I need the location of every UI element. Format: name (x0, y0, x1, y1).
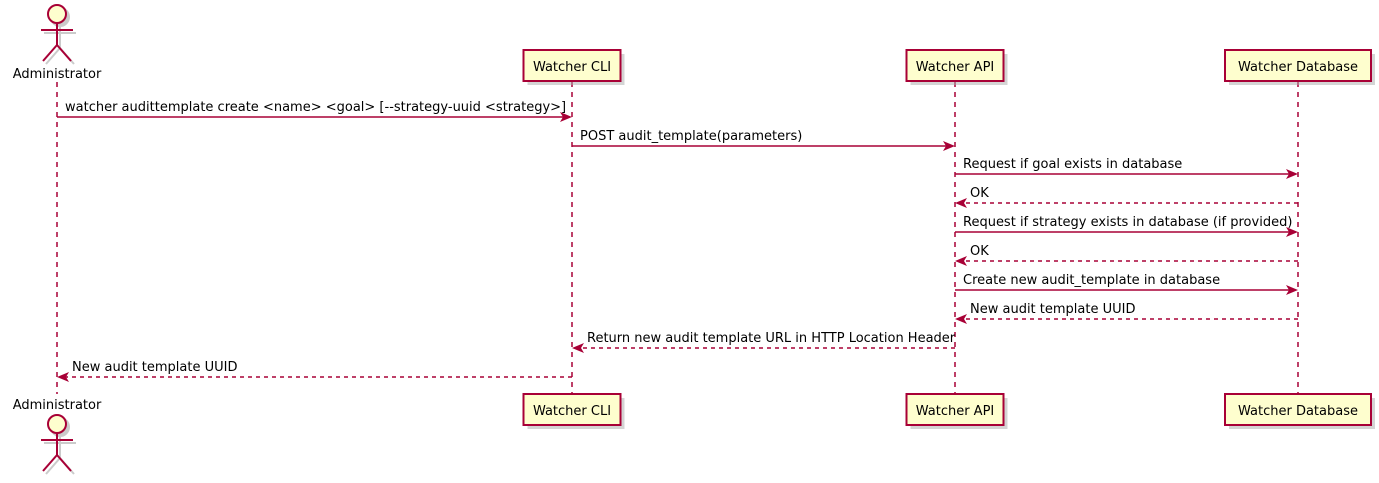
message-label-1: POST audit_template(parameters) (580, 129, 802, 144)
participant-label-bottom-watcher-api: Watcher API (916, 404, 995, 419)
message-label-6: Create new audit_template in database (963, 273, 1220, 288)
participant-box-top-watcher-cli (522, 49, 622, 82)
actor-top-administrator-leg-left (42, 44, 58, 62)
message-arrowhead-9 (57, 372, 69, 382)
participant-box-top-watcher-api (905, 49, 1005, 82)
message-label-2: Request if goal exists in database (963, 157, 1182, 172)
message-label-0: watcher audittemplate create <name> <goa… (65, 100, 566, 115)
participant-box-top-watcher-database (1224, 49, 1372, 82)
actor-bottom-administrator-leg-right (56, 454, 72, 472)
message-arrowhead-5 (955, 256, 967, 266)
actor-bottom-administrator (41, 414, 76, 475)
participant-label-bottom-watcher-cli: Watcher CLI (533, 404, 611, 419)
actor-top-administrator-leg-left (45, 47, 61, 65)
message-arrowhead-8 (572, 343, 584, 353)
message-label-8: Return new audit template URL in HTTP Lo… (587, 331, 956, 346)
participant-box-bottom-watcher-cli (522, 393, 622, 426)
actor-bottom-administrator-figure (41, 414, 73, 472)
participant-label-top-watcher-api: Watcher API (916, 60, 995, 75)
message-label-3: OK (970, 186, 989, 201)
actor-top-administrator (41, 4, 76, 65)
actor-top-administrator-leg-right (56, 44, 72, 62)
message-arrowhead-3 (955, 198, 967, 208)
message-arrowhead-1 (943, 141, 955, 151)
actor-bottom-administrator-leg-left (45, 457, 61, 475)
actor-label-bottom-administrator: Administrator (13, 398, 102, 413)
participant-label-bottom-watcher-database: Watcher Database (1238, 404, 1358, 419)
participant-box-bottom-watcher-database (1224, 393, 1372, 426)
participant-label-top-watcher-cli: Watcher CLI (533, 60, 611, 75)
actor-top-administrator-figure (41, 4, 73, 62)
participant-box-bottom-watcher-api (905, 393, 1005, 426)
actor-bottom-administrator-head (47, 414, 67, 434)
message-arrowhead-0 (560, 112, 572, 122)
participant-label-top-watcher-database: Watcher Database (1238, 60, 1358, 75)
message-arrowhead-2 (1286, 169, 1298, 179)
message-arrowhead-4 (1286, 227, 1298, 237)
message-label-4: Request if strategy exists in database (… (963, 215, 1292, 230)
actor-label-top-administrator: Administrator (13, 67, 102, 82)
message-label-7: New audit template UUID (970, 302, 1135, 317)
message-arrowhead-7 (955, 314, 967, 324)
actor-top-administrator-head (47, 4, 67, 24)
message-label-9: New audit template UUID (72, 360, 237, 375)
actor-bottom-administrator-leg-left (42, 454, 58, 472)
message-arrowhead-6 (1286, 285, 1298, 295)
message-label-5: OK (970, 244, 989, 259)
